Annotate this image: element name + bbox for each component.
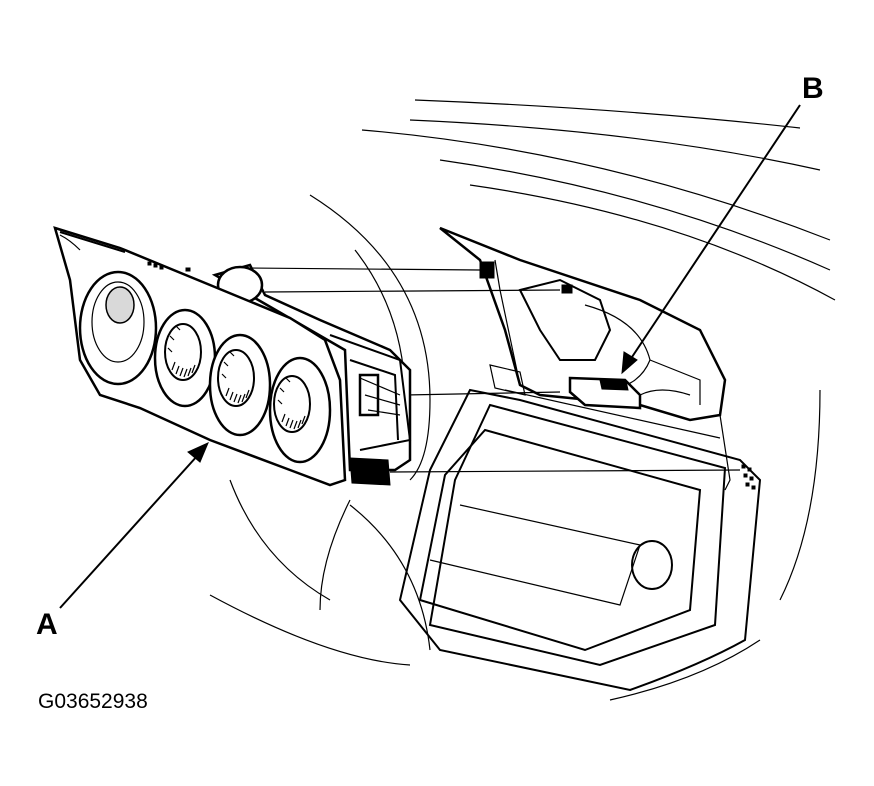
knob-ridges-2 (221, 351, 250, 404)
top-tabs (147, 261, 191, 272)
knob-ridges-1 (167, 325, 196, 378)
dashboard-contour-lines (361, 99, 836, 301)
alignment-lines (244, 267, 741, 473)
console-bezel (398, 388, 762, 692)
callout-arrow-b (621, 104, 801, 375)
climate-control-unit (53, 226, 412, 487)
dash-opening (439, 226, 756, 491)
callout-label-a: A (36, 608, 58, 641)
knob-ridges-3 (277, 377, 306, 430)
figure-id: G03652938 (38, 690, 148, 713)
vent-dots (741, 464, 756, 490)
callout-label-b: B (802, 72, 824, 105)
callout-arrow-a (59, 442, 209, 609)
center-console-outline (209, 194, 821, 701)
